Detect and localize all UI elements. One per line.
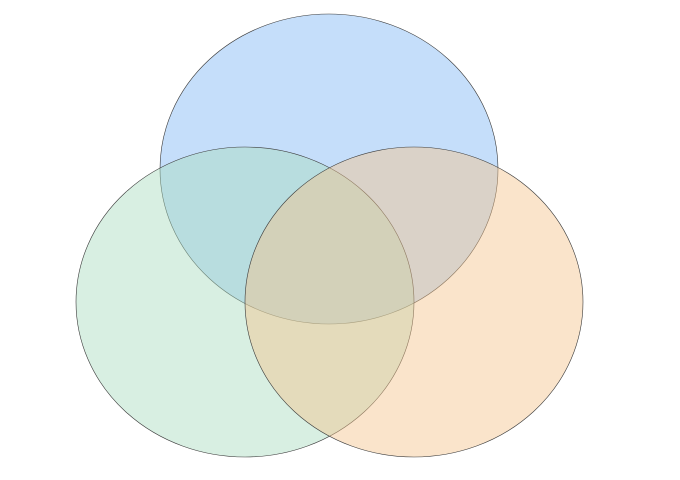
venn-set-top-ellipse: [159, 13, 499, 325]
venn-set-bottom-right-ellipse: [244, 146, 584, 458]
